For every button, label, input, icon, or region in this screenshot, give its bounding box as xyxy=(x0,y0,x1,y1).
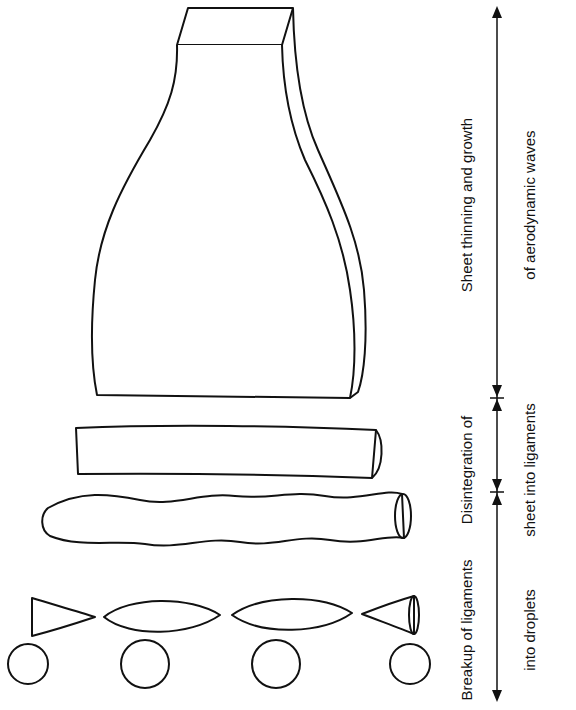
ligament-cylinder xyxy=(76,426,382,478)
stage-label: Breakup of ligaments into droplets xyxy=(435,560,561,701)
stage-label: Sheet thinning and growth of aerodynamic… xyxy=(435,105,561,306)
stage-label: Disintegration of sheet into ligaments xyxy=(435,394,561,546)
ligament-fragments xyxy=(32,596,419,636)
droplets xyxy=(8,640,430,688)
wavy-ligament xyxy=(42,492,411,545)
liquid-sheet xyxy=(92,8,366,398)
stage-arrows xyxy=(490,6,504,702)
